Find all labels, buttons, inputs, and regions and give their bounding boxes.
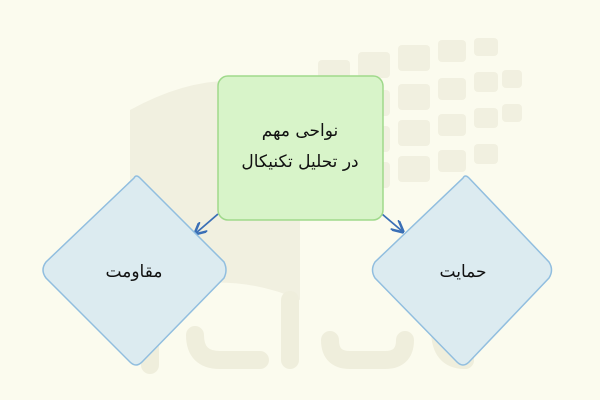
node-resistance-label: مقاومت bbox=[106, 262, 163, 282]
node-main-line-1: نواحی مهم bbox=[262, 121, 339, 141]
edge-main-to-support bbox=[381, 213, 402, 231]
node-resistance-diamond bbox=[42, 175, 227, 366]
node-main-line-2: در تحلیل تکنیکال bbox=[241, 152, 358, 172]
node-resistance[interactable]: مقاومت bbox=[42, 175, 227, 366]
node-main-box bbox=[217, 75, 384, 221]
node-support-diamond bbox=[371, 175, 553, 366]
edge-main-to-resistance bbox=[196, 213, 219, 233]
node-main[interactable]: نواحی مهم در تحلیل تکنیکال bbox=[217, 75, 384, 221]
node-support-label: حمایت bbox=[440, 262, 487, 282]
node-support[interactable]: حمایت bbox=[371, 175, 553, 366]
